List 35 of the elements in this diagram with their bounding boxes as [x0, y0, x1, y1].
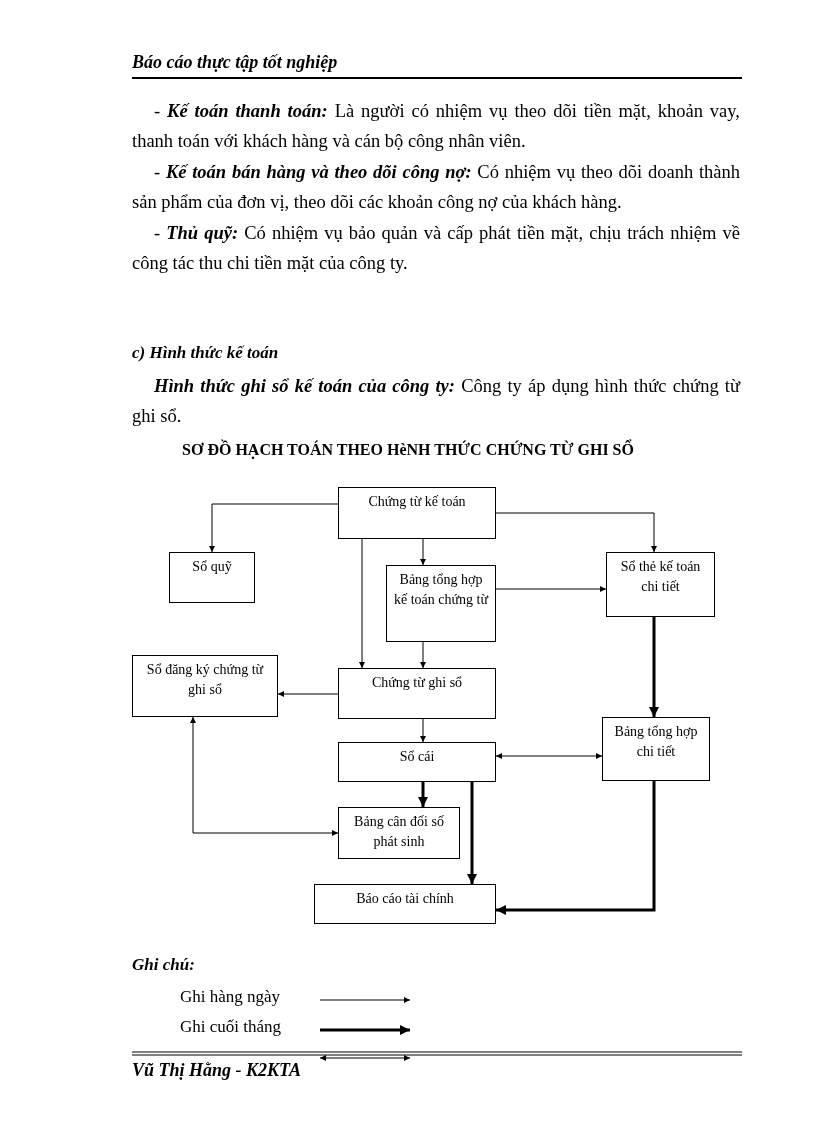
- arrow: [277, 691, 339, 697]
- paragraph: - Kế toán thanh toán: Là người có nhiệm vụ theo dõi tiền mặt, khoản vay, thanh toán với khách hàng và cán bộ công nhân viên.: [132, 100, 740, 153]
- process-box: Chứng từ kế toán: [338, 487, 496, 539]
- section-heading: c) Hình thức kế toán: [132, 343, 279, 363]
- diagram-title: SƠ ĐỒ HẠCH TOÁN THEO HèNH THỨC CHỨNG TỪ GHI SỔ: [181, 441, 635, 459]
- process-box: Sổ đăng ký chứng từ ghi sổ: [132, 655, 278, 717]
- process-box: Sổ quỹ: [169, 552, 255, 603]
- arrow: [649, 617, 659, 717]
- process-box: Bảng cân đối số phát sinh: [338, 807, 460, 859]
- legend-text: Ghi hàng ngày: [180, 987, 281, 1007]
- process-box: Sổ thẻ kế toán chi tiết: [606, 552, 715, 617]
- arrow: [420, 718, 426, 743]
- paragraph: Hình thức ghi sổ kế toán của công ty: Công ty áp dụng hình thức chứng từ ghi sổ.: [132, 375, 740, 428]
- legend-heading: Ghi chú:: [132, 955, 195, 975]
- process-box: Chứng từ ghi sổ: [338, 668, 496, 719]
- header-text: Báo cáo thực tập tốt nghiệp: [132, 52, 338, 73]
- footer-text: Vũ Thị Hằng - K2KTA: [132, 1060, 302, 1081]
- arrow: [418, 782, 428, 807]
- arrow: [209, 503, 339, 553]
- legend-text: Ghi cuối tháng: [180, 1017, 282, 1037]
- arrow: [495, 586, 607, 592]
- arrow: [467, 782, 477, 884]
- paragraph: - Thủ quỹ: Có nhiệm vụ bảo quản và cấp phát tiền mặt, chịu trách nhiệm về công tác thu chi tiền mặt của công ty.: [132, 222, 740, 275]
- arrow: [495, 753, 603, 759]
- process-box: Bảng tổng hợp kế toán chứng từ: [386, 565, 496, 642]
- arrow: [190, 716, 339, 836]
- process-box: Sổ cái: [338, 742, 496, 782]
- arrow: [496, 781, 656, 915]
- paragraph: - Kế toán bán hàng và theo dõi công nợ: Có nhiệm vụ theo dõi doanh thành sản phẩm của đơn vị, theo dõi các khoản công nợ của khách hàng.: [132, 161, 740, 214]
- process-box: Bảng tổng hợp chi tiết: [602, 717, 710, 781]
- arrow: [420, 641, 426, 669]
- arrow: [420, 538, 426, 566]
- arrow: [359, 538, 365, 669]
- arrow: [495, 512, 657, 553]
- process-box: Báo cáo tài chính: [314, 884, 496, 924]
